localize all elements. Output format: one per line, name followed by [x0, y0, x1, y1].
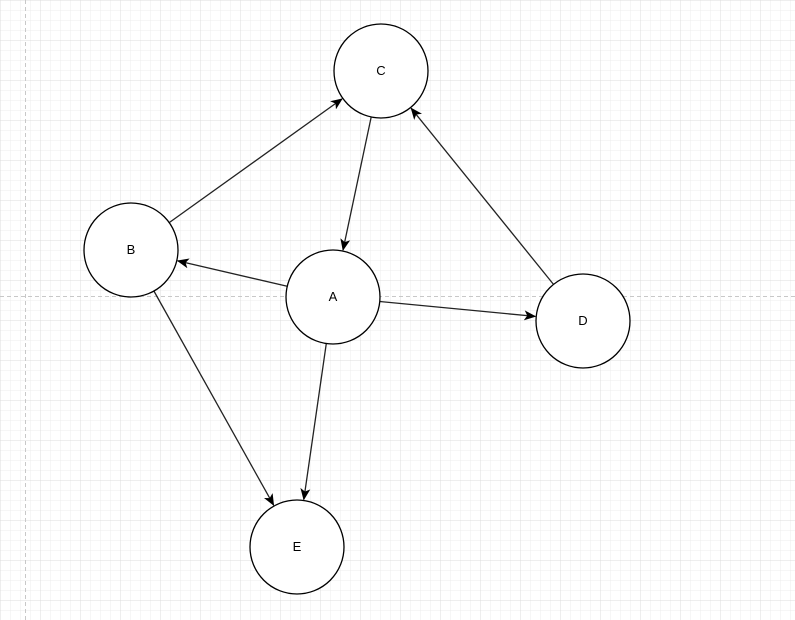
node-label: E — [293, 539, 302, 554]
edges-layer — [153, 98, 555, 506]
node-d[interactable]: D — [535, 273, 631, 369]
edge-a-to-b[interactable] — [176, 258, 288, 287]
nodes-layer: C B A D E — [83, 23, 631, 595]
node-label: B — [127, 242, 136, 257]
edge-b-to-e[interactable] — [153, 290, 275, 506]
node-circle[interactable] — [249, 499, 345, 595]
node-circle[interactable] — [83, 202, 179, 298]
edge-a-to-e[interactable] — [300, 343, 327, 501]
node-label: A — [329, 289, 338, 304]
node-circle[interactable] — [333, 23, 429, 119]
node-a[interactable]: A — [285, 249, 381, 345]
edge-d-to-c[interactable] — [410, 107, 555, 285]
node-c[interactable]: C — [333, 23, 429, 119]
node-e[interactable]: E — [249, 499, 345, 595]
edge-a-to-d[interactable] — [379, 300, 537, 321]
node-label: C — [376, 63, 385, 78]
node-circle[interactable] — [285, 249, 381, 345]
node-label: D — [578, 313, 587, 328]
edge-b-to-c[interactable] — [168, 98, 343, 224]
node-circle[interactable] — [535, 273, 631, 369]
node-b[interactable]: B — [83, 202, 179, 298]
edge-c-to-a[interactable] — [340, 116, 372, 251]
